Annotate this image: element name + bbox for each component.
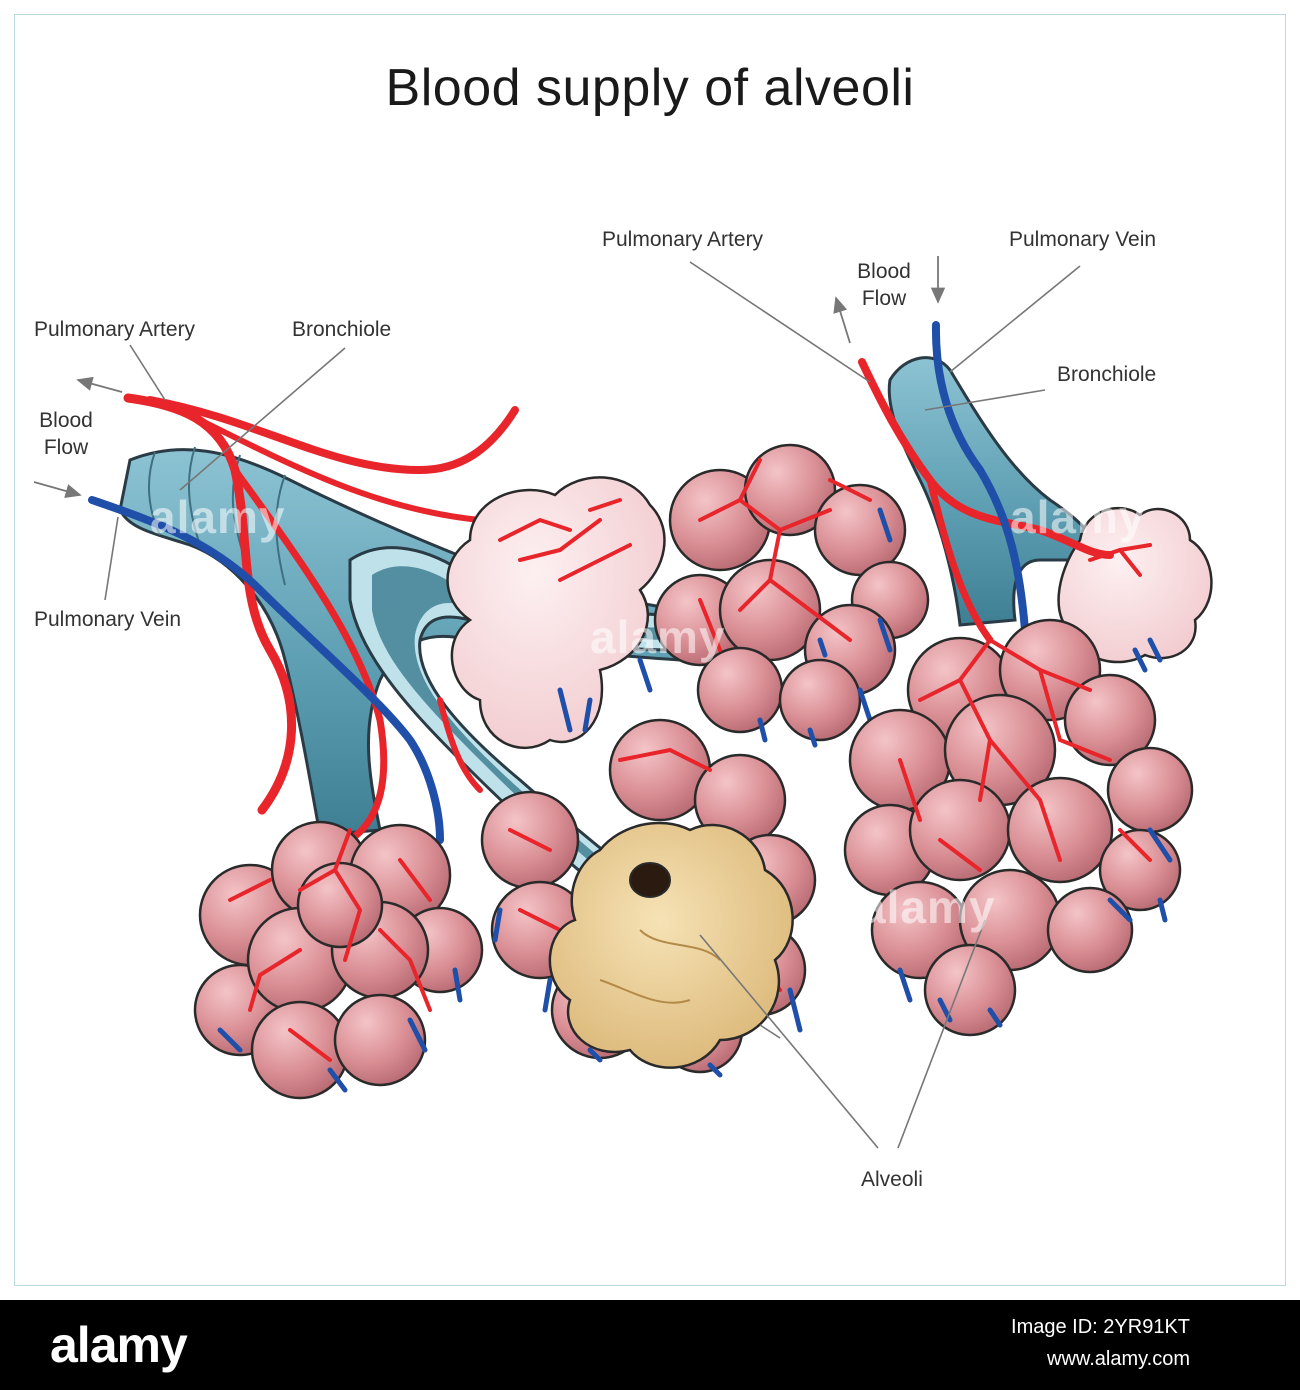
alveolus-cluster-bottom-left	[193, 820, 484, 1100]
light-alveolus-cluster	[446, 476, 666, 750]
footer-image-id: Image ID: 2YR91KT	[1011, 1316, 1190, 1338]
venules-bottom-left	[217, 967, 463, 1093]
capillaries-bottom-left	[228, 828, 432, 1062]
venules-top-center	[757, 507, 893, 748]
left-outflow-arrow-icon	[76, 376, 123, 393]
watermark-bottom: alamy	[860, 881, 996, 933]
label-left-blood-flow: Blood Flow	[34, 407, 98, 461]
leader-lines	[104, 261, 1081, 1149]
footer-logo: alamy	[50, 1317, 188, 1373]
watermark-center: alamy	[590, 611, 726, 663]
label-left-blood-flow-line2: Flow	[43, 436, 89, 459]
right-pulmonary-vein-vessel	[931, 321, 1029, 634]
label-left-blood-flow-line1: Blood	[39, 409, 93, 432]
label-left-pulmonary-artery: Pulmonary Artery	[34, 318, 196, 341]
label-alveoli: Alveoli	[861, 1168, 923, 1191]
venules-middle	[492, 907, 803, 1078]
label-right-blood-flow: Blood Flow	[851, 258, 917, 312]
footer-url: www.alamy.com	[1047, 1348, 1190, 1370]
alveoli-illustration	[33, 256, 1213, 1149]
label-left-pulmonary-vein: Pulmonary Vein	[34, 608, 182, 631]
label-right-blood-flow-line1: Blood	[857, 260, 911, 283]
alveolus-cluster-top-center	[653, 443, 930, 742]
blood-flow-arrows	[33, 256, 946, 499]
right-pulmonary-artery-vessel	[858, 358, 1114, 644]
venules-right	[897, 827, 1173, 1028]
label-right-pulmonary-vein: Pulmonary Vein	[1009, 228, 1157, 251]
capillaries-top-center	[698, 458, 872, 652]
left-pulmonary-vein-vessel	[88, 496, 444, 844]
capillaries-right	[898, 638, 1152, 872]
alveolus-cluster-right	[843, 618, 1194, 1037]
cut-alveolus-section	[548, 821, 794, 1069]
diagram-title: Blood supply of alveoli	[385, 59, 915, 117]
label-right-blood-flow-line2: Flow	[861, 287, 907, 310]
footer-bar: alamy Image ID: 2YR91KT www.alamy.com	[0, 1300, 1300, 1390]
watermark-left: alamy	[150, 491, 286, 543]
label-left-bronchiole: Bronchiole	[292, 318, 392, 341]
watermark-right: alamy	[1010, 491, 1146, 543]
right-outflow-arrow-icon	[833, 296, 851, 344]
label-right-pulmonary-artery: Pulmonary Artery	[602, 228, 764, 251]
left-inflow-arrow-icon	[33, 481, 82, 499]
label-right-bronchiole: Bronchiole	[1057, 363, 1157, 386]
